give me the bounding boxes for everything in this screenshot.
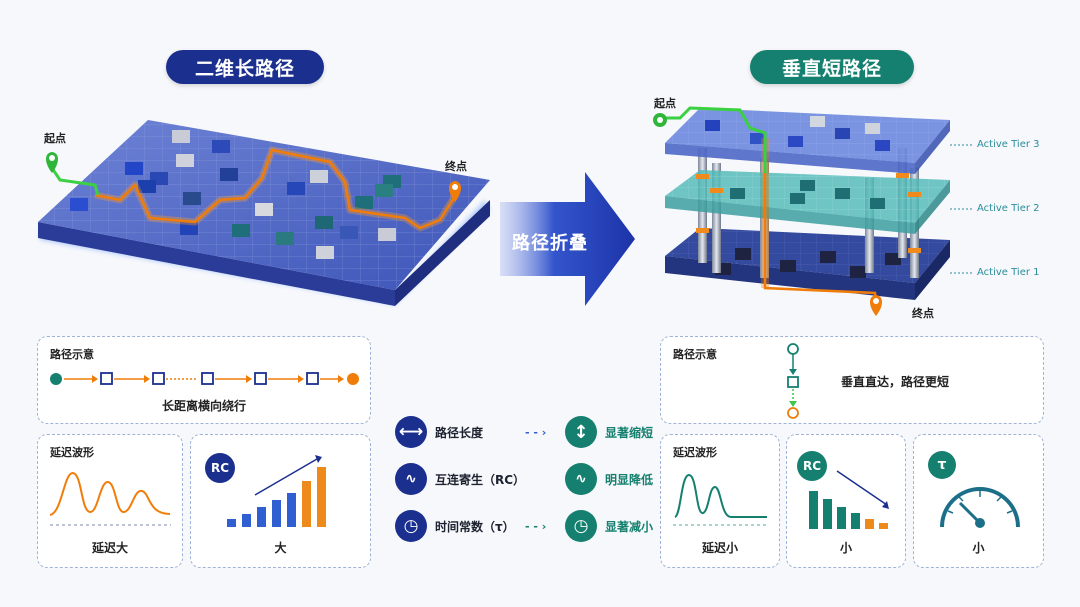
tier-3-label: Active Tier 3: [977, 139, 1040, 150]
long-delay-waveform: [49, 472, 171, 526]
compare-right-tau: 显著减小: [605, 519, 654, 534]
right-tau-card: τ 小: [913, 434, 1044, 568]
rc-badge: RC: [205, 453, 235, 483]
compare-left-length: 路径长度: [435, 425, 484, 440]
fold-arrow-label: 路径折叠: [512, 233, 588, 254]
short-delay-waveform: [673, 473, 769, 526]
gauge-icon: [940, 487, 1020, 528]
right-path-card: 路径示意 垂直直达，路径更短: [660, 336, 1044, 424]
tau-badge: τ: [928, 451, 956, 479]
length-arrow-icon: ⟷: [395, 416, 427, 448]
right-path-card-title: 路径示意: [673, 348, 717, 361]
rc-decreasing-bars: [809, 470, 889, 529]
right-wave-caption: 延迟小: [701, 541, 738, 555]
long-path-schematic: [50, 372, 359, 385]
compare-left-tau: 时间常数（τ）: [435, 519, 515, 534]
left-wave-card: 延迟波形 延迟大: [37, 434, 183, 568]
dashed-arrow-icon: - - ›: [525, 425, 547, 439]
shrink-arrow-icon: ↕: [565, 416, 597, 448]
right-title: 垂直短路径: [750, 50, 914, 84]
left-rc-card: RC 大: [190, 434, 371, 568]
compare-row-rc: ∿ 互连寄生（RC） ∿ 明显降低: [395, 463, 653, 495]
right-rc-caption: 小: [839, 541, 852, 555]
rc-badge-right: RC: [797, 451, 827, 481]
right-start-label: 起点: [654, 97, 676, 110]
right-path-caption: 垂直直达，路径更短: [841, 375, 950, 389]
waveform-icon: ∿: [395, 463, 427, 495]
clock-icon-2: ◷: [565, 510, 597, 542]
rc-increasing-bars: [227, 455, 326, 527]
compare-right-rc: 明显降低: [605, 472, 654, 487]
short-path-schematic: [787, 343, 799, 419]
heartbeat-icon: ∿: [565, 463, 597, 495]
tier-1-label: Active Tier 1: [977, 267, 1040, 278]
right-wave-card-title: 延迟波形: [673, 446, 717, 459]
right-rc-card: RC 小: [786, 434, 906, 568]
tier-2-label: Active Tier 2: [977, 203, 1040, 214]
left-wave-card-title: 延迟波形: [50, 446, 94, 459]
right-end-label: 终点: [912, 307, 934, 320]
stacked-tiers-illustration: [653, 106, 974, 316]
compare-left-rc: 互连寄生（RC）: [435, 472, 526, 487]
clock-icon: ◷: [395, 510, 427, 542]
right-tau-caption: 小: [972, 541, 985, 555]
left-path-caption: 长距离横向绕行: [161, 399, 246, 413]
compare-right-length: 显著缩短: [605, 425, 654, 440]
planar-board-illustration: [38, 120, 490, 306]
left-rc-caption: 大: [274, 541, 287, 555]
right-wave-card: 延迟波形 延迟小: [660, 434, 780, 568]
compare-row-length: ⟷ 路径长度 - - › ↕ 显著缩短: [395, 416, 653, 448]
left-wave-caption: 延迟大: [91, 541, 128, 555]
cells: [70, 130, 401, 259]
left-path-card-title: 路径示意: [50, 348, 94, 361]
left-title: 二维长路径: [166, 50, 324, 84]
fold-arrow: [500, 172, 635, 306]
dashed-arrow-icon-2: - - ›: [525, 519, 547, 533]
left-path-card: 路径示意 长距离横向绕行: [37, 336, 371, 424]
compare-row-tau: ◷ 时间常数（τ） - - › ◷ 显著减小: [395, 510, 653, 542]
left-start-label: 起点: [44, 132, 66, 145]
left-end-label: 终点: [445, 160, 467, 173]
